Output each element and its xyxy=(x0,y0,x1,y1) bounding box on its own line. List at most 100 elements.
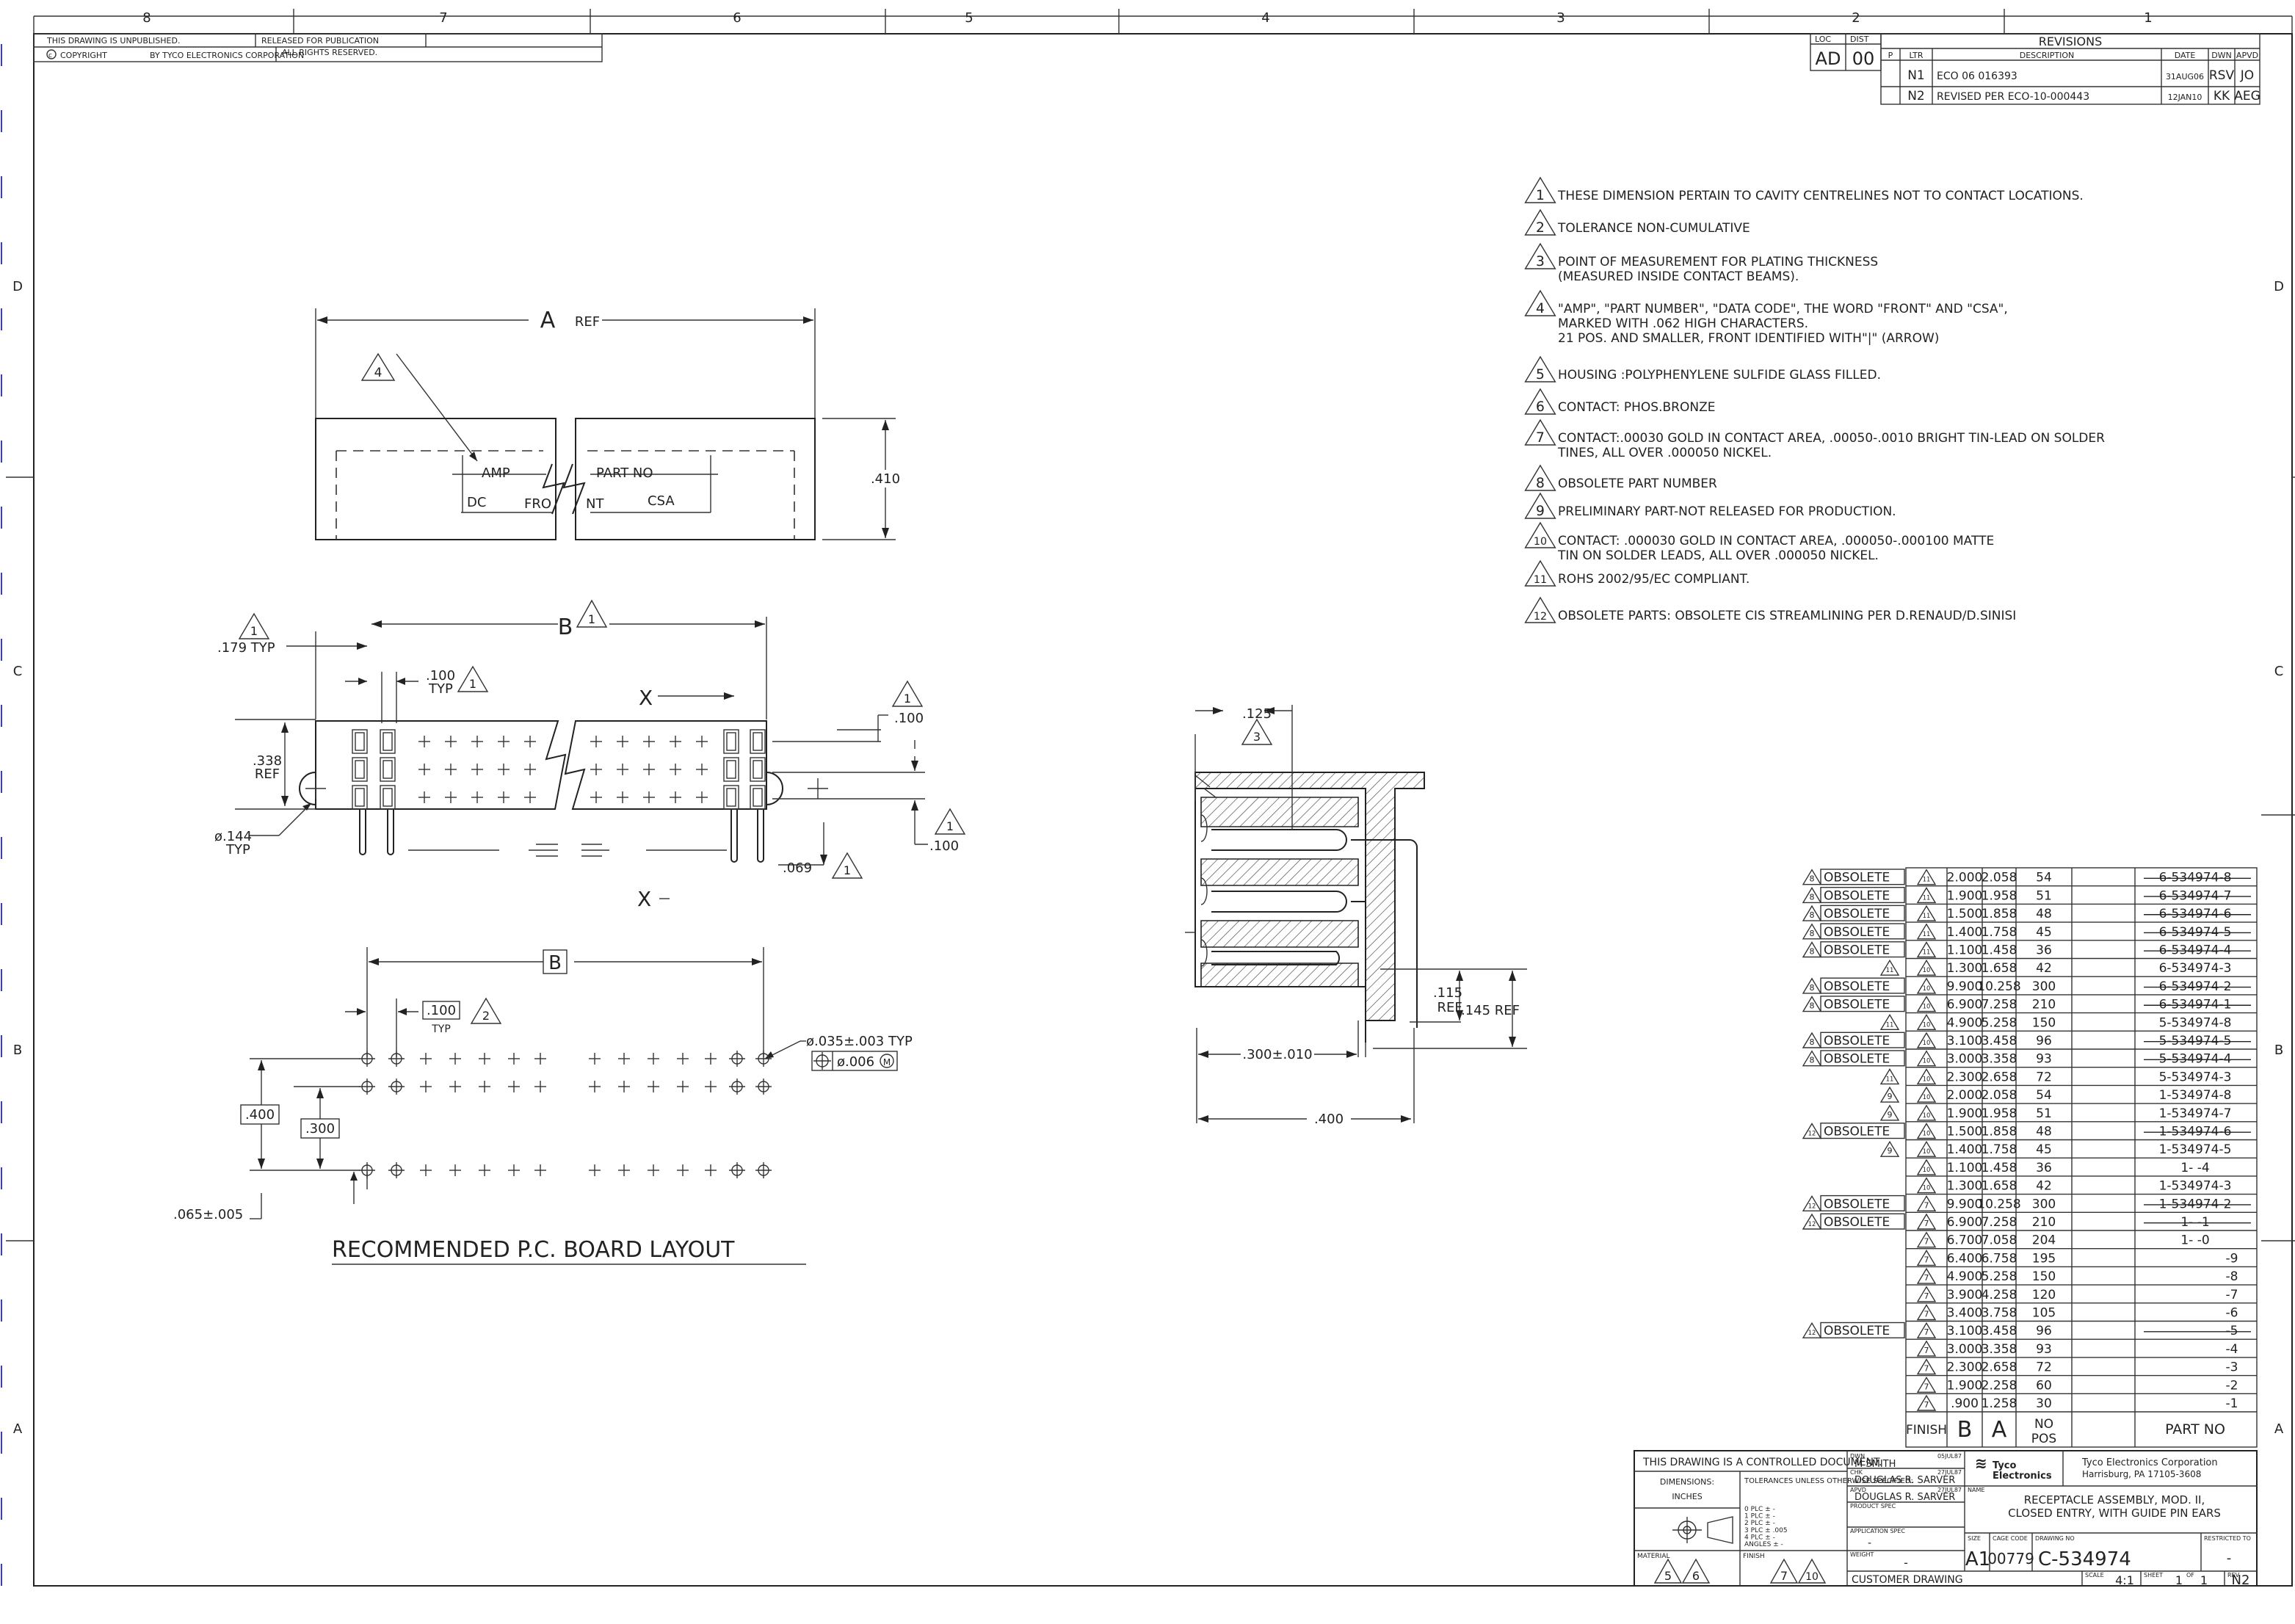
dim-b-value: 6.900 xyxy=(1947,1215,1983,1230)
note-4: 4"AMP", "PART NUMBER", "DATA CODE", THE … xyxy=(1524,289,2008,346)
zone-d-right: D xyxy=(2274,279,2284,294)
part-number: -3 xyxy=(2226,1360,2238,1375)
obsolete-label: OBSOLETE xyxy=(1824,888,1890,903)
note-12-line-1: OBSOLETE PARTS: OBSOLETE CIS STREAMLININ… xyxy=(1558,609,2016,623)
dim-b-value: 9.900 xyxy=(1947,979,1983,994)
note-7-line-1: CONTACT:.00030 GOLD IN CONTACT AREA, .00… xyxy=(1558,431,2105,446)
rev-row-1-date: 31AUG06 xyxy=(2166,72,2204,81)
released-text: RELEASED FOR PUBLICATION xyxy=(261,36,379,46)
rev-row-2-dwn: KK xyxy=(2214,89,2230,104)
finish-flag: 10 xyxy=(1916,1013,1937,1031)
pcb-dim-065: .065±.005 xyxy=(173,1207,243,1222)
row-note-flag: 8 xyxy=(1802,869,1822,885)
zone-4: 4 xyxy=(1261,10,1269,26)
sheet-label: SHEET xyxy=(2144,1572,2163,1578)
row-note-flag-text: 12 xyxy=(1808,1329,1816,1336)
apvd-date: 27JUL87 xyxy=(1937,1487,1962,1493)
note-flag-5-text: 5 xyxy=(1536,367,1545,383)
finish-flag-text: 7 xyxy=(1924,1346,1929,1355)
chk-label: CHK xyxy=(1850,1469,1863,1476)
dim-b-value: 1.500 xyxy=(1947,1125,1983,1139)
finish-flag: 7 xyxy=(1916,1250,1937,1266)
product-spec-label: PRODUCT SPEC xyxy=(1850,1503,1896,1509)
dim-069: .069 xyxy=(783,860,812,876)
positions-value: 300 xyxy=(2032,979,2056,994)
rev-row-1-dwn: RSV xyxy=(2209,68,2235,83)
note-flag-2: 2 xyxy=(1524,209,1556,236)
finish-flag: 11 xyxy=(1916,923,1937,940)
positions-value: 210 xyxy=(2032,1215,2056,1230)
dim-a-value: 1.858 xyxy=(1982,1125,2017,1139)
dim-a-value: 5.258 xyxy=(1982,1015,2017,1030)
finish-flag-text: 10 xyxy=(1923,1093,1931,1101)
finish-flag-7: 7 xyxy=(1780,1569,1788,1583)
pcb-layout-title: RECOMMENDED P.C. BOARD LAYOUT xyxy=(332,1237,735,1263)
dim-b-value: 4.900 xyxy=(1947,1269,1983,1284)
dim-a-value: 4.258 xyxy=(1982,1288,2017,1302)
positions-value: 54 xyxy=(2036,871,2052,885)
row-note-flag-text: 8 xyxy=(1810,983,1815,993)
dim-a-value: 1.458 xyxy=(1982,943,2017,958)
dim-height-410: .410 xyxy=(871,471,900,487)
dim-100-top: .100 xyxy=(894,711,924,726)
zone-b-left: B xyxy=(13,1043,22,1058)
zone-labels-side: D C B A D C B A xyxy=(12,279,2284,1437)
inches-label: INCHES xyxy=(1672,1492,1702,1501)
dim-a-value: 2.058 xyxy=(1982,1088,2017,1103)
positions-value: 45 xyxy=(2036,925,2052,940)
note-flag-1-text: 1 xyxy=(1536,188,1545,203)
part-number: -4 xyxy=(2226,1342,2238,1357)
positions-value: 150 xyxy=(2032,1269,2056,1284)
finish-flag: 7 xyxy=(1916,1286,1937,1302)
row-note-flag: 12 xyxy=(1802,1123,1822,1139)
hdr-a: A xyxy=(1992,1417,2007,1443)
dim-a-label: A xyxy=(540,308,556,333)
row-note-flag: 12 xyxy=(1802,1213,1822,1230)
note-flag-8: 8 xyxy=(1524,464,1556,491)
dwn-name: M SMITH xyxy=(1855,1459,1896,1470)
tolerance-line: 0 PLC ± - xyxy=(1744,1506,1775,1513)
finish-flag: 10 xyxy=(1916,977,1937,994)
row-note-flag-text: 8 xyxy=(1810,892,1815,902)
finish-flag-text: 7 xyxy=(1924,1364,1929,1374)
obsolete-label: OBSOLETE xyxy=(1824,1215,1890,1230)
row-note-flag-text: 8 xyxy=(1810,874,1815,884)
note-flag-3-text: 3 xyxy=(1536,254,1545,269)
positions-value: 150 xyxy=(2032,1015,2056,1030)
front-contacts xyxy=(352,729,766,810)
zone-6: 6 xyxy=(733,10,741,26)
finish-flag: 10 xyxy=(1916,1086,1937,1103)
obsolete-label: OBSOLETE xyxy=(1824,1197,1890,1211)
finish-flag: 10 xyxy=(1916,1123,1937,1139)
finish-flag-text: 11 xyxy=(1923,930,1931,938)
finish-flag-text: 11 xyxy=(1923,893,1931,901)
general-notes: 1 THESE DIMENSION PERTAIN TO CAVITY CENTR… xyxy=(1524,176,2105,623)
dim-069-flag: 1 xyxy=(844,863,851,877)
obsolete-label: OBSOLETE xyxy=(1824,979,1890,994)
finish-flag: 7 xyxy=(1916,1231,1937,1248)
zone-7: 7 xyxy=(439,10,447,26)
row-note-flag-text: 9 xyxy=(1888,1110,1893,1120)
note-1-line-1: THESE DIMENSION PERTAIN TO CAVITY CENTRE… xyxy=(1557,189,2084,203)
company-name: Tyco Electronics Corporation xyxy=(2081,1457,2218,1468)
dim-b-value: 1.100 xyxy=(1947,943,1983,958)
positions-value: 45 xyxy=(2036,1142,2052,1157)
dim-b-value: 1.300 xyxy=(1947,1179,1983,1194)
rev-col-p: P xyxy=(1888,51,1893,60)
section-dim-300: .300±.010 xyxy=(1242,1047,1312,1062)
note-8-line-1: OBSOLETE PART NUMBER xyxy=(1558,476,1717,491)
dim-b-flag: 1 xyxy=(588,612,595,626)
